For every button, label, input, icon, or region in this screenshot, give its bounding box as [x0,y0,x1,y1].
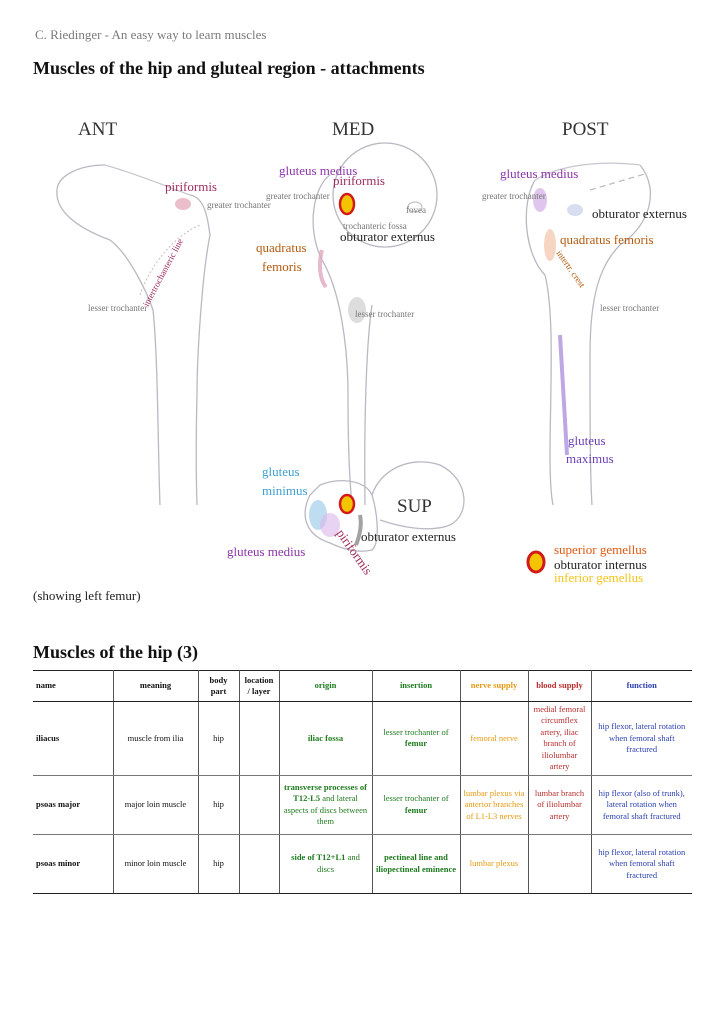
header-blood-supply: blood supply [527,670,591,702]
cell-location [238,701,279,776]
label-greater-trochanter-ant: greater trochanter [207,200,271,210]
insertion-bone: femur [404,738,428,749]
legend-gemelli [526,550,546,574]
label-obturator-externus-sup: obturator externus [361,529,456,544]
femur-medial-view [312,142,438,506]
insertion-bone: femur [404,804,428,815]
origin-part-b: and discs [317,852,360,874]
cell-nerve: lumbar plexus [459,834,528,894]
label-gluteus-minimus-line2: minimus [262,483,308,498]
label-lesser-trochanter-med: lesser trochanter [355,309,414,319]
cell-name: psoas major [33,775,113,835]
legend-superior-gemellus: superior gemellus [554,542,647,557]
header-meaning: meaning [112,670,198,702]
legend-obturator-internus: obturator internus [554,557,647,572]
label-gluteus-minimus-line1: gluteus [262,464,300,479]
label-piriformis-med: piriformis [333,173,385,188]
origin-part-b: T12-L5 [293,793,321,804]
label-quadratus-line1-med: quadratus [256,240,307,255]
cell-body-part: hip [197,775,239,835]
cell-nerve: femoral nerve [459,701,528,776]
cell-meaning: minor loin muscle [112,834,198,894]
header-nerve-supply: nerve supply [459,670,528,702]
figure-caption: (showing left femur) [33,588,141,603]
label-gluteus-maximus-line1: gluteus [568,433,606,448]
label-quadratus-femoris-post: quadratus femoris [560,232,654,247]
header-origin: origin [278,670,372,702]
cell-blood: medial femoral circumflex artery, iliac … [527,701,591,776]
cell-origin: side of T12+L1 and discs [278,834,372,894]
view-label-post: POST [562,119,609,140]
cell-name: psoas minor [33,834,113,894]
cell-origin: iliac fossa [278,701,372,776]
piriformis-attachment-ant [175,198,191,210]
credit-line: C. Riedinger - An easy way to learn musc… [35,27,267,42]
label-obturator-externus-post: obturator externus [592,206,687,221]
label-obturator-externus-med: obturator externus [340,229,435,244]
cell-meaning: muscle from ilia [112,701,198,776]
femur-diagram: ANT piriformis greater trochanter intert… [56,119,687,585]
label-greater-trochanter-post: greater trochanter [482,191,546,201]
header-name: name [33,670,113,702]
header-function: function [590,670,692,702]
femur-posterior-view [525,162,652,506]
cell-meaning: major loin muscle [112,775,198,835]
label-gluteus-medius-sup: gluteus medius [227,544,305,559]
muscles-table: name meaning body part location / layer … [33,670,692,894]
label-trochanteric-fossa: trochanteric fossa [343,221,407,231]
femur-anterior-view [56,164,211,506]
label-piriformis-ant: piriformis [165,179,217,194]
label-gluteus-maximus-line2: maximus [566,451,614,466]
origin-part-c: and lateral aspects of discs between the… [283,793,368,827]
cell-body-part: hip [197,834,239,894]
cell-function: hip flexor (also of trunk), lateral rota… [590,775,692,835]
cell-body-part: hip [197,701,239,776]
header-location: location / layer [238,670,279,702]
legend-inferior-gemellus: inferior gemellus [554,570,643,585]
femur-superior-view [304,461,465,552]
cell-function: hip flexor, lateral rotation when femora… [590,834,692,894]
origin-part-a: transverse processes of [284,781,367,792]
view-label-med: MED [332,119,374,140]
view-label-ant: ANT [78,119,117,140]
greater-trochanter-ant-text: greater trochanter [207,200,271,210]
cell-nerve: lumbar plexus via anterior branches of L… [459,775,528,835]
label-intertrochanteric-crest: intertr. crest [554,248,587,289]
table-row: iliacus muscle from ilia hip iliac fossa… [33,701,692,776]
section-title-muscles: Muscles of the hip (3) [33,642,198,662]
section-title-attachments: Muscles of the hip and gluteal region - … [33,58,425,78]
origin-part-a: side of T12+L1 [291,852,346,863]
table-header-row: name meaning body part location / layer … [33,670,692,702]
cell-name: iliacus [33,701,113,776]
insertion-text: lesser trochanter of [383,793,449,804]
header-body-part: body part [197,670,239,702]
cell-location [238,775,279,835]
label-greater-trochanter-med: greater trochanter [266,191,330,201]
legend-marker-icon [526,550,546,574]
label-intertrochanteric-line: intertrochanteric line [141,237,185,308]
insertion-text: lesser trochanter of [383,726,449,737]
label-gluteus-medius-med: gluteus medius [279,163,357,178]
table-row: psoas major major loin muscle hip transv… [33,775,692,835]
label-quadratus-line2-med: femoris [262,259,302,274]
cell-blood [527,834,591,894]
view-label-sup: SUP [397,496,432,517]
label-gluteus-medius-post: gluteus medius [500,166,578,181]
label-lesser-trochanter-post: lesser trochanter [600,303,659,313]
table-row: psoas minor minor loin muscle hip side o… [33,834,692,894]
header-insertion: insertion [371,670,460,702]
cell-blood: lumbar branch of iliolumbar artery [527,775,591,835]
cell-origin: transverse processes of T12-L5 and later… [278,775,372,835]
label-lesser-trochanter-ant: lesser trochanter [88,303,147,313]
obturator-internus-marker-sup [338,493,356,515]
obturator-internus-marker-med [338,192,356,216]
cell-location [238,834,279,894]
cell-insertion: pectineal line and iliopectineal eminenc… [371,834,460,894]
cell-function: hip flexor, lateral rotation when femora… [590,701,692,776]
label-fovea: fovea [406,205,426,215]
